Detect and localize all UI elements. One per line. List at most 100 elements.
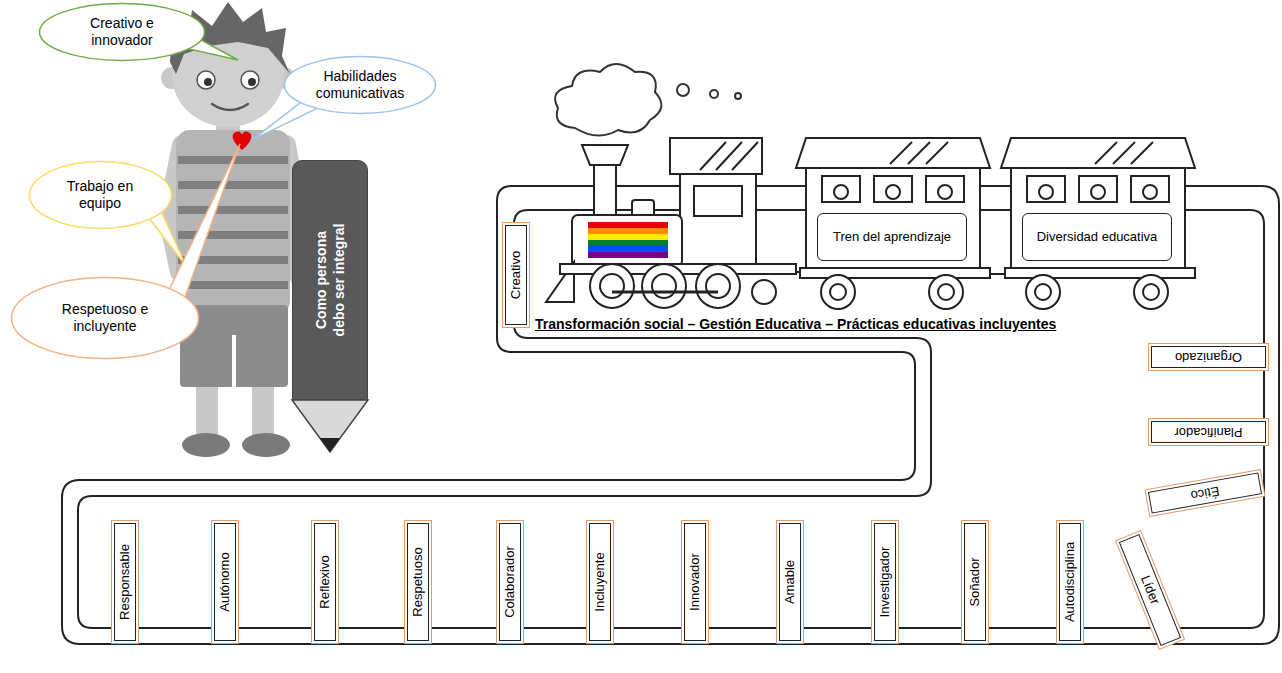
- wheel-hub: [1143, 284, 1159, 300]
- node-text: Planificador: [1174, 424, 1242, 440]
- pupil: [248, 78, 256, 86]
- bubble-outline: [285, 57, 436, 114]
- flag-stripe: [588, 228, 668, 234]
- roof-hatch: [700, 142, 726, 170]
- speech-bubble: Trabajo en equipo: [28, 160, 173, 230]
- track-caption: Transformación social – Gestión Educativ…: [533, 316, 1058, 332]
- node-text: Soñador: [967, 557, 983, 606]
- carriage: [1001, 138, 1195, 309]
- coupling: [990, 273, 1004, 275]
- wheel: [1134, 275, 1168, 309]
- node-text: Líder: [1137, 573, 1163, 606]
- wheel: [642, 264, 686, 308]
- child-face: [886, 185, 900, 199]
- window: [822, 176, 860, 202]
- shirt-stripe: [178, 206, 288, 214]
- node-text: Creativo: [508, 251, 524, 299]
- eye: [241, 71, 259, 89]
- pupil: [204, 78, 212, 86]
- trait-box: Colaborador: [499, 523, 521, 641]
- roof-hatch: [732, 142, 758, 170]
- child-face: [834, 185, 848, 199]
- wheel-hub: [938, 284, 954, 300]
- trait-box: Reflexivo: [314, 523, 336, 641]
- node-text: Tren del aprendizaje: [833, 229, 951, 245]
- carriage: [796, 138, 1004, 309]
- child-face: [1091, 185, 1105, 199]
- child-face: [938, 185, 952, 199]
- trait-box: Incluyente: [589, 523, 611, 641]
- wheel-hub: [830, 284, 846, 300]
- cab: [680, 174, 756, 266]
- flag-stripe: [588, 222, 668, 228]
- carriage-roof: [1001, 138, 1195, 168]
- trait-box: Respetuoso: [407, 523, 429, 641]
- shoe: [242, 433, 290, 457]
- carriage-sign: Tren del aprendizaje: [817, 213, 967, 261]
- bubble-outline: [12, 278, 199, 359]
- wheel: [929, 275, 963, 309]
- trait-box: Ético: [1148, 472, 1262, 513]
- trait-box: Organizado: [1151, 346, 1266, 368]
- pencil-body: Como persona debo ser integral: [292, 160, 368, 400]
- bubble-outline: [29, 162, 171, 229]
- trait-box: Innovador: [684, 523, 706, 641]
- window: [1079, 176, 1117, 202]
- node-text: Trabajo en equipo: [57, 178, 143, 212]
- node-text: Investigador: [877, 547, 893, 618]
- roof-hatch: [1131, 142, 1153, 164]
- wheel: [590, 264, 634, 308]
- boiler: [572, 215, 682, 267]
- shirt-stripe: [178, 181, 288, 189]
- chimney: [594, 165, 616, 217]
- smoke-puff: [710, 90, 718, 98]
- wheel-hub: [1035, 284, 1051, 300]
- node-text: Respetuoso e incluyente: [51, 301, 159, 335]
- trait-box: Soñador: [964, 523, 986, 641]
- window: [926, 176, 964, 202]
- locomotive: [546, 138, 806, 308]
- window: [874, 176, 912, 202]
- node-text: Habilidades comunicativas: [306, 68, 414, 102]
- carriage-roof: [796, 138, 990, 168]
- roof-hatch: [890, 142, 912, 164]
- node-text: Colaborador: [502, 546, 518, 618]
- boy: [161, 2, 300, 457]
- roof-hatch: [908, 142, 930, 164]
- eye: [197, 71, 215, 89]
- node-text: Ético: [1189, 483, 1220, 503]
- wheel-hub: [652, 274, 676, 298]
- small-wheel: [752, 280, 776, 304]
- wheel: [821, 275, 855, 309]
- node-text: Como persona debo ser integral: [313, 213, 348, 347]
- smoke-cloud: [555, 64, 661, 136]
- trait-box: Líder: [1119, 534, 1181, 646]
- node-text: Reflexivo: [317, 555, 333, 608]
- wheel-hub: [706, 274, 730, 298]
- cab-roof: [670, 138, 762, 174]
- flag-stripe: [588, 240, 668, 246]
- node-text: Incluyente: [592, 552, 608, 611]
- trait-box: Amable: [779, 523, 801, 641]
- leg: [252, 387, 274, 435]
- trait-box: Planificador: [1151, 421, 1266, 443]
- node-text: Creativo e innovador: [72, 15, 172, 49]
- node-text: Organizado: [1174, 349, 1241, 365]
- pencil-lead: [320, 438, 340, 452]
- node-text: Innovador: [687, 553, 703, 611]
- carriage-body: [1011, 168, 1185, 268]
- chassis: [1005, 268, 1195, 278]
- bubble-outline: [40, 4, 205, 61]
- child-face: [1143, 185, 1157, 199]
- smoke-puff: [677, 84, 689, 96]
- roof-hatch: [1113, 142, 1135, 164]
- carriage-sign: Diversidad educativa: [1022, 213, 1172, 261]
- bubble-tail: [168, 144, 240, 300]
- smile: [212, 104, 248, 110]
- node-text: Autónomo: [217, 552, 233, 611]
- child-face: [1039, 185, 1053, 199]
- trait-box: Investigador: [874, 523, 896, 641]
- flag-stripe: [588, 246, 668, 252]
